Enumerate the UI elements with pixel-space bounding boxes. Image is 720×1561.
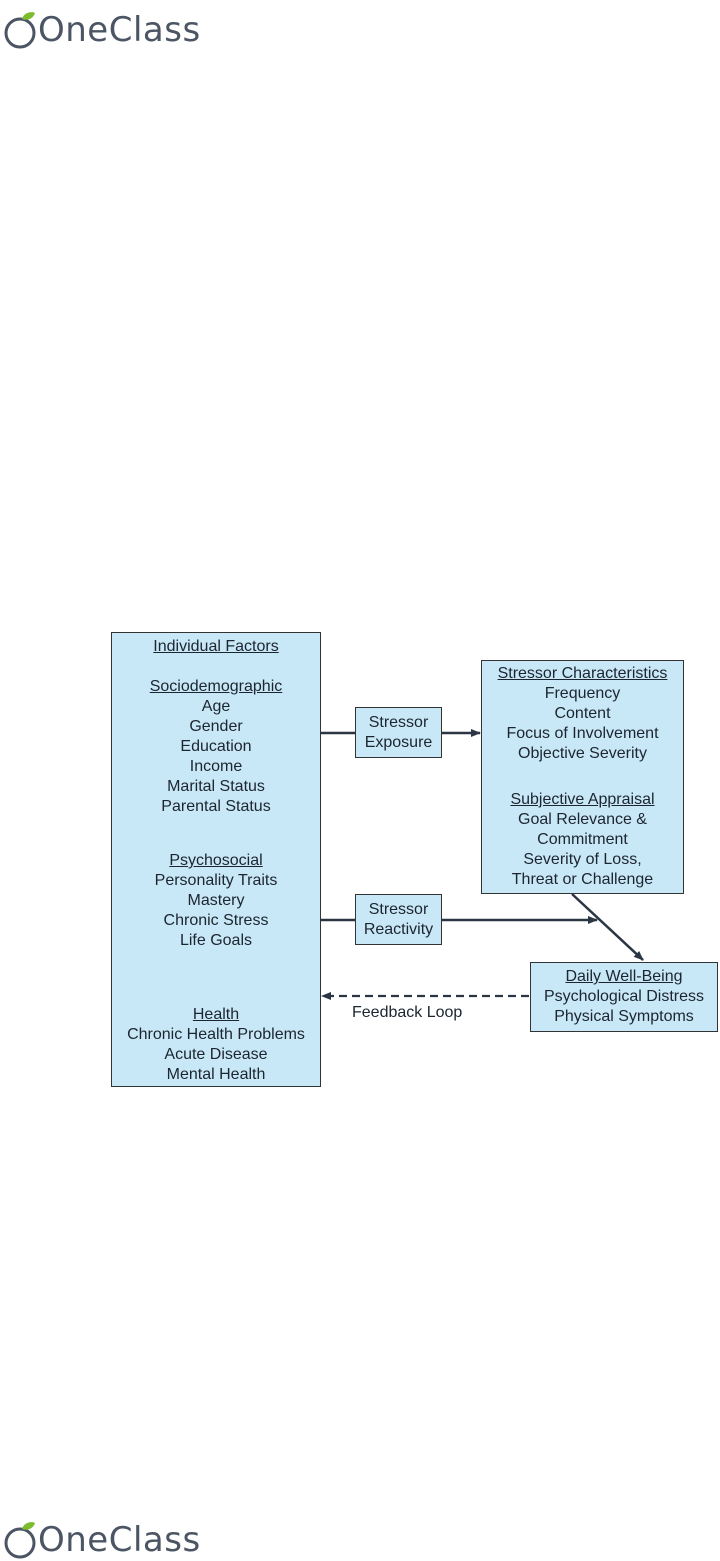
feedback-loop-label: Feedback Loop: [352, 1004, 463, 1021]
individual-factors-title: Individual Factors: [153, 638, 279, 655]
wellbeing-item: Physical Symptoms: [554, 1008, 694, 1025]
characteristic-item: Content: [554, 705, 611, 722]
characteristic-item: Focus of Involvement: [506, 725, 659, 742]
logo-text: OneClass: [38, 10, 201, 50]
stressor-characteristics-box: Stressor Characteristics Frequency Conte…: [481, 660, 684, 894]
psycho-item: Personality Traits: [154, 872, 278, 889]
stressor-exposure-box: Stressor Exposure: [355, 707, 442, 758]
exposure-line1: Stressor: [368, 714, 429, 731]
health-item: Acute Disease: [164, 1046, 268, 1063]
socio-item: Parental Status: [161, 798, 271, 815]
subjective-appraisal-heading: Subjective Appraisal: [510, 791, 655, 808]
socio-item: Marital Status: [167, 778, 265, 795]
socio-item: Age: [201, 698, 231, 715]
socio-item: Income: [189, 758, 243, 775]
health-item: Mental Health: [166, 1066, 266, 1083]
characteristics-to-wellbeing-arrow: [571, 893, 644, 961]
health-heading: Health: [192, 1006, 240, 1023]
appraisal-item: Commitment: [537, 831, 628, 848]
individual-factors-box: Individual Factors Sociodemographic Age …: [111, 632, 321, 1087]
reactivity-line2: Reactivity: [363, 921, 434, 938]
exposure-line2: Exposure: [364, 734, 433, 751]
oneclass-logo-bottom: OneClass: [2, 1514, 201, 1560]
wellbeing-item: Psychological Distress: [543, 988, 705, 1005]
psychosocial-heading: Psychosocial: [169, 852, 263, 869]
psycho-item: Life Goals: [179, 932, 253, 949]
socio-item: Gender: [189, 718, 243, 735]
characteristic-item: Objective Severity: [518, 745, 647, 762]
sociodemographic-heading: Sociodemographic: [149, 678, 283, 695]
appraisal-item: Severity of Loss,: [523, 851, 642, 868]
reactivity-line1: Stressor: [368, 901, 429, 918]
apple-leaf-icon: [4, 1522, 36, 1559]
psycho-item: Mastery: [187, 892, 245, 909]
health-item: Chronic Health Problems: [127, 1026, 305, 1043]
oneclass-logo-top: OneClass: [2, 4, 201, 50]
socio-item: Education: [180, 738, 252, 755]
psycho-item: Chronic Stress: [163, 912, 269, 929]
appraisal-item: Goal Relevance &: [518, 811, 647, 828]
characteristic-item: Frequency: [544, 685, 621, 702]
appraisal-item: Threat or Challenge: [511, 871, 654, 888]
stressor-reactivity-box: Stressor Reactivity: [355, 894, 442, 945]
apple-leaf-icon: [4, 12, 36, 49]
logo-text: OneClass: [38, 1520, 201, 1560]
daily-well-being-box: Daily Well-Being Psychological Distress …: [530, 962, 718, 1032]
stressor-characteristics-heading: Stressor Characteristics: [497, 665, 668, 682]
daily-well-being-heading: Daily Well-Being: [565, 968, 683, 985]
